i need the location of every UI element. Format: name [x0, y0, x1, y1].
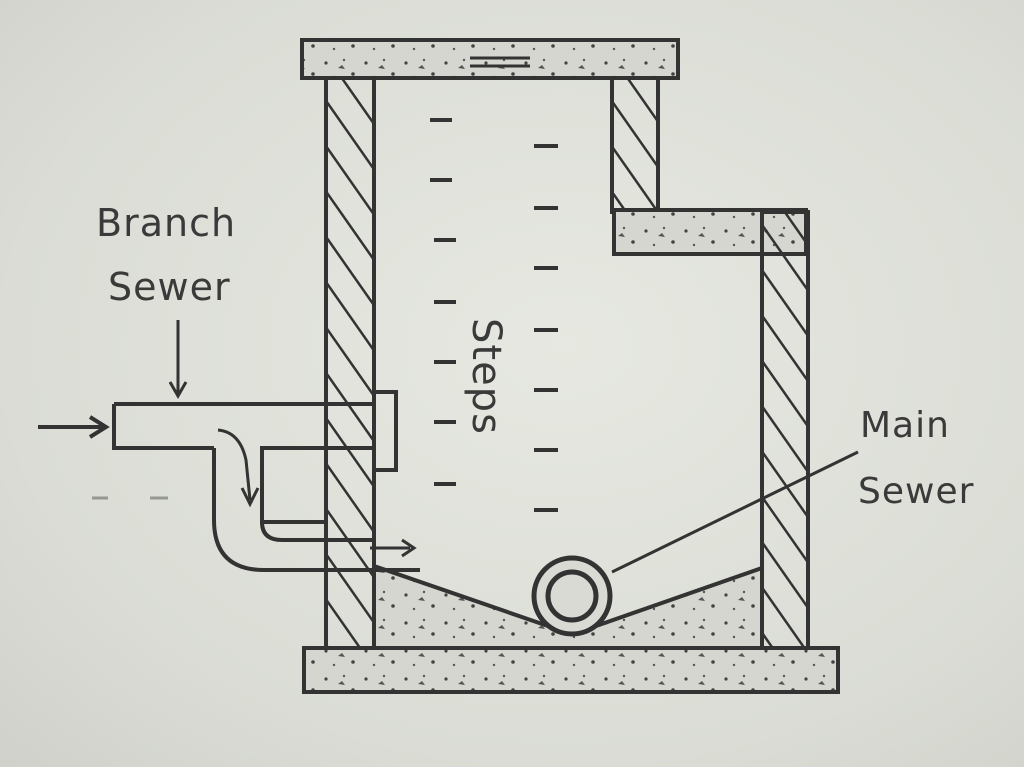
main-sewer-leader	[611, 450, 859, 574]
main-sewer-label-line2: Sewer	[858, 471, 975, 512]
step-rungs	[430, 118, 558, 512]
pipe-collar	[372, 390, 398, 472]
drop-flow-arrow	[217, 428, 252, 501]
branch-sewer-label-line1: Branch	[96, 201, 237, 245]
drop-pipe	[212, 448, 420, 572]
top-slab	[300, 38, 680, 80]
right-lower-wall	[760, 210, 810, 650]
main-sewer-label-line1: Main	[860, 405, 950, 446]
right-upper-wall	[610, 76, 660, 214]
left-wall	[324, 76, 376, 650]
main-sewer-pipe	[531, 555, 613, 637]
branch-sewer-label-line2: Sewer	[108, 265, 231, 309]
steps-label: Steps	[463, 318, 509, 435]
base-slab	[302, 646, 840, 694]
